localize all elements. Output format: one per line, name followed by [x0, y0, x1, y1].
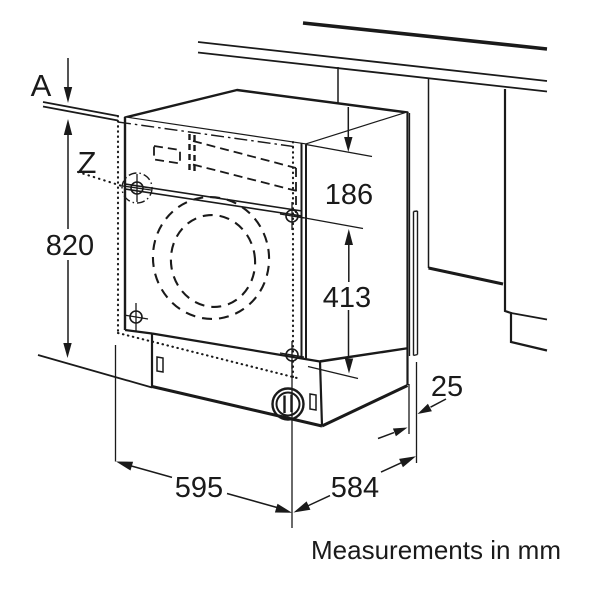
dim-text-820: 820	[46, 230, 94, 262]
dim-depth	[293, 362, 418, 513]
screw-top-left	[121, 172, 153, 204]
arrowhead-right-icon	[392, 427, 408, 437]
label-worktop-gap: A	[31, 68, 52, 103]
arrowhead-right-icon	[274, 503, 292, 513]
porthole-outer-circle	[151, 196, 271, 320]
dim-top-clearance	[293, 107, 373, 230]
units-note: Measurements in mm	[311, 535, 561, 565]
dim-rear-gap	[377, 384, 447, 440]
arrowhead-left-icon	[293, 501, 311, 513]
arrowhead-down-icon	[344, 358, 354, 374]
worktop	[197, 21, 548, 93]
machine-side-face	[306, 112, 408, 426]
dim-text-413: 413	[323, 282, 371, 314]
dim-niche-height	[37, 135, 153, 389]
arrowhead-left-icon	[116, 461, 134, 471]
z-leader-dotted	[76, 170, 124, 188]
porthole-inner-circle	[169, 214, 257, 308]
arrowhead-down-icon	[344, 137, 353, 152]
drawer-handle-dashed	[153, 144, 181, 165]
dim-text-25: 25	[431, 371, 463, 403]
arrowhead-right-icon	[399, 456, 416, 468]
furniture-door-outline	[116, 114, 299, 380]
screw-bottom-left	[123, 303, 149, 331]
arrowhead-down-icon	[63, 87, 73, 103]
plinth-slot-left	[156, 356, 164, 373]
arrowhead-up-icon	[63, 119, 73, 135]
arrowhead-left-icon	[417, 403, 432, 414]
detergent-drawer-dashed	[153, 140, 298, 213]
dim-door-panel	[307, 229, 359, 380]
adjacent-cabinet	[337, 67, 548, 357]
dim-text-595: 595	[175, 472, 223, 504]
floor-line	[37, 354, 153, 389]
detail-z-circle	[121, 172, 153, 204]
dim-width	[114, 345, 293, 528]
arrowhead-down-icon	[63, 343, 72, 358]
drum-door	[151, 196, 271, 320]
label-hinge-detail: Z	[78, 145, 97, 180]
hinge-axis-line	[117, 121, 298, 148]
arrowhead-up-icon	[344, 229, 353, 245]
mounting-screws	[121, 172, 305, 369]
plinth-slot-right	[309, 393, 317, 411]
dim-text-584: 584	[331, 472, 379, 504]
dim-worktop-gap	[42, 58, 119, 135]
machine-front-face	[125, 117, 306, 364]
plinth	[124, 328, 409, 428]
dim-text-186: 186	[325, 179, 373, 211]
machine-body	[117, 88, 409, 426]
